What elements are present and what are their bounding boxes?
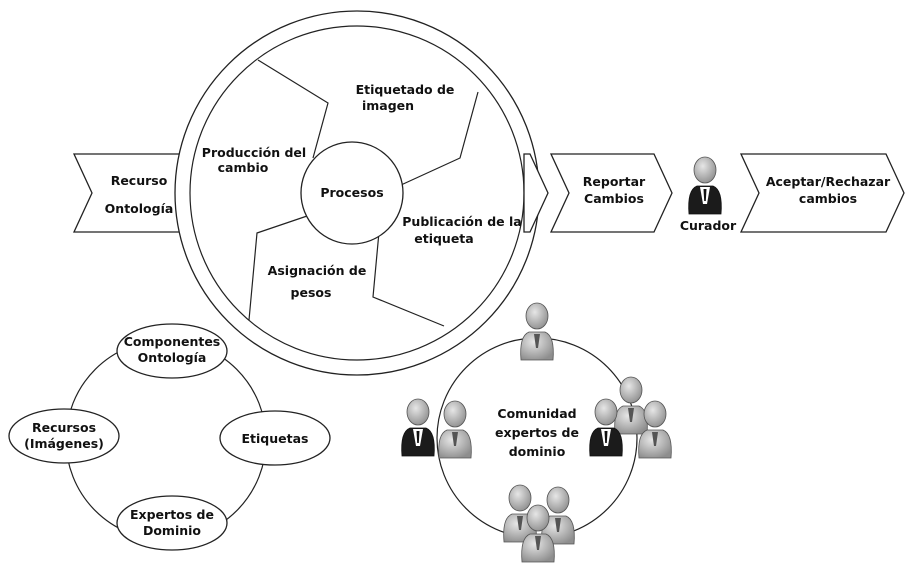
segment-weights-line1: Asignación de <box>268 263 367 278</box>
segment-labeling-line2: imagen <box>362 98 414 113</box>
community-line3: dominio <box>509 444 566 459</box>
node-tags-label: Etiquetas <box>242 431 309 446</box>
node-tags <box>219 410 331 466</box>
curator-label: Curador <box>680 218 737 233</box>
community-line2: expertos de <box>495 425 579 440</box>
segment-publication-line2: etiqueta <box>414 231 473 246</box>
resource-ontology-line1: Recurso <box>111 173 168 188</box>
process-cycle: Procesos Producción del cambio Etiquetad… <box>174 10 540 376</box>
node-domain-experts-line2: Dominio <box>143 523 201 538</box>
expert-person-icon <box>438 400 472 459</box>
node-ontology-components <box>116 323 228 379</box>
center-label: Procesos <box>320 185 383 200</box>
accept-reject-arrow: Aceptar/Rechazar cambios <box>739 153 905 233</box>
expert-person-icon <box>401 398 435 457</box>
resource-ring: Componentes Ontología Etiquetas Expertos… <box>8 323 331 551</box>
segment-weights-line2: pesos <box>291 285 332 300</box>
node-ontology-components-line1: Componentes <box>124 334 221 349</box>
node-domain-experts <box>116 495 228 551</box>
node-ontology-components-line2: Ontología <box>138 350 207 365</box>
cycle-exit-arrow <box>523 153 549 233</box>
node-image-resources-line2: (Imágenes) <box>24 436 104 451</box>
curator: Curador <box>680 156 737 233</box>
accept-reject-line1: Aceptar/Rechazar <box>766 174 891 189</box>
center-circle <box>300 141 404 245</box>
report-changes-line2: Cambios <box>584 191 644 206</box>
community-line1: Comunidad <box>497 406 576 421</box>
segment-publication-line1: Publicación de la <box>402 214 521 229</box>
expert-community: Comunidad expertos de dominio <box>401 302 672 563</box>
node-image-resources-line1: Recursos <box>32 420 96 435</box>
segment-production-line2: cambio <box>218 160 269 175</box>
segment-production-line1: Producción del <box>202 145 306 160</box>
accept-reject-line2: cambios <box>799 191 857 206</box>
curator-icon <box>688 156 722 215</box>
node-domain-experts-line1: Expertos de <box>130 507 214 522</box>
report-changes-arrow: Reportar Cambios <box>549 153 673 233</box>
resource-ontology-line2: Ontología <box>105 201 174 216</box>
expert-person-icon <box>520 302 554 361</box>
segment-labeling-line1: Etiquetado de <box>356 82 455 97</box>
report-changes-line1: Reportar <box>583 174 646 189</box>
node-image-resources <box>8 408 120 464</box>
